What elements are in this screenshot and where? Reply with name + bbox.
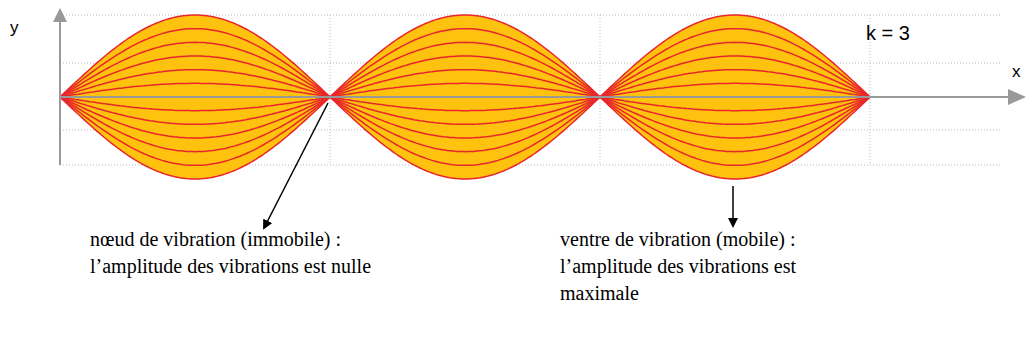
leader-arrow (264, 103, 328, 228)
mode-label: k = 3 (866, 22, 910, 45)
axis-label: x (1012, 62, 1021, 82)
antinode-annotation: ventre de vibration (mobile) : l’amplitu… (560, 226, 860, 307)
axis-label: y (10, 18, 19, 38)
axes (53, 8, 1026, 165)
node-annotation: nœud de vibration (immobile) : l’amplitu… (90, 226, 390, 280)
leader-arrow (732, 186, 734, 226)
